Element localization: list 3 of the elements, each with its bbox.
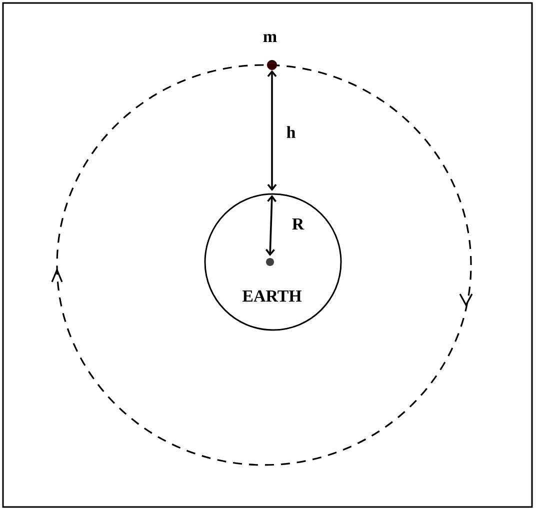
variable-label: m <box>263 34 277 42</box>
variable-label: R <box>292 218 304 230</box>
variable-label: h <box>286 126 296 138</box>
